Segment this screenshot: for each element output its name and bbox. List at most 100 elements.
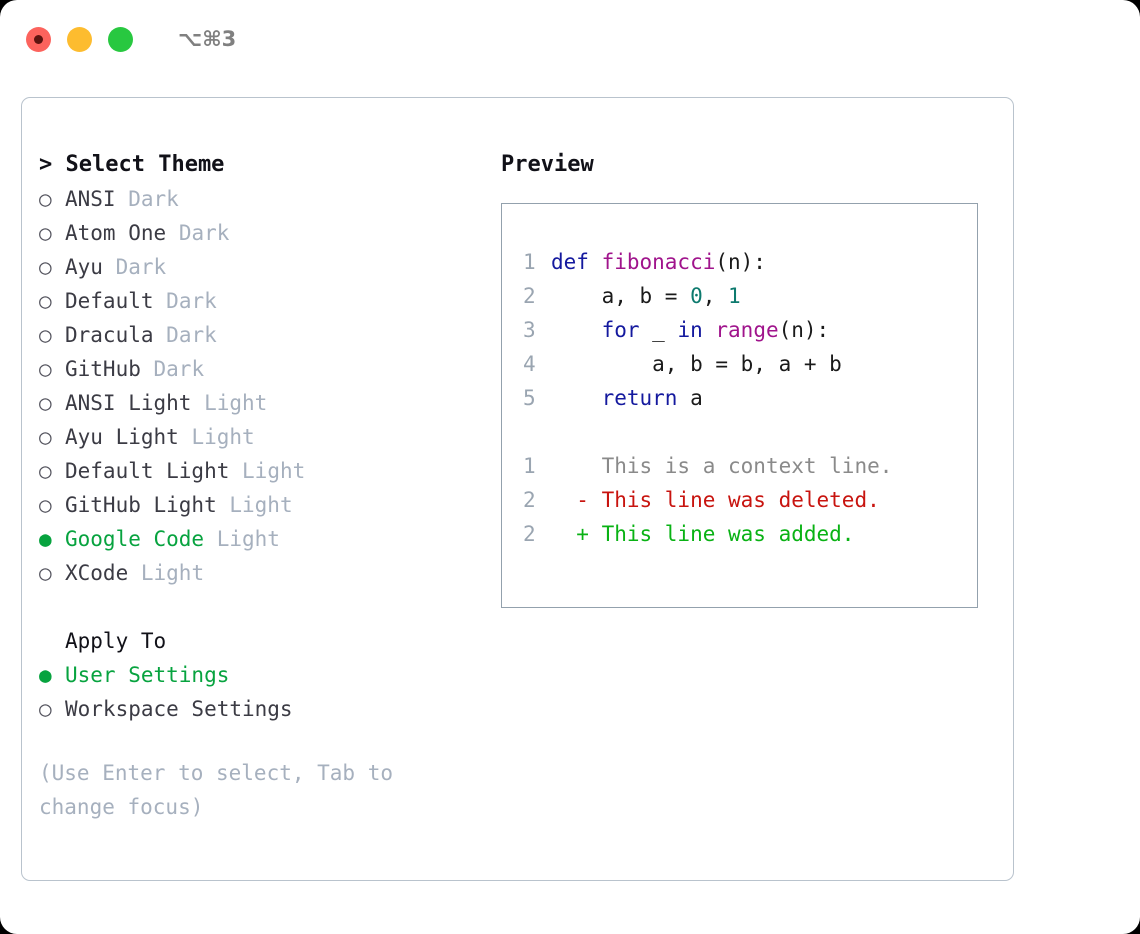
theme-option-github[interactable]: ○ GitHub Dark: [39, 352, 499, 386]
radio-unselected-icon: ○: [39, 697, 52, 721]
line-number: 5: [523, 386, 536, 410]
theme-option-label: ANSI Light: [65, 391, 192, 415]
theme-option-spacer: [154, 323, 167, 347]
theme-option-ayu-light[interactable]: ○ Ayu Light Light: [39, 420, 499, 454]
minimize-button[interactable]: [67, 26, 92, 52]
theme-option-ayu[interactable]: ○Ayu Dark: [39, 250, 499, 284]
theme-selection-column: > Select Theme ○ANSI Dark○Atom One Dark○…: [39, 148, 499, 824]
diff-line-add: 2 + This line was added.: [523, 517, 977, 551]
theme-option-label: ANSI: [65, 187, 116, 211]
keyboard-shortcut-label: ⌥⌘3: [178, 27, 237, 51]
radio-unselected-icon: ○: [39, 493, 52, 517]
theme-option-default[interactable]: ○ Default Dark: [39, 284, 499, 318]
theme-option-spacer: [116, 187, 129, 211]
preview-title: Preview: [501, 152, 594, 177]
theme-option-spacer: [154, 289, 167, 313]
theme-option-category: Dark: [166, 289, 217, 313]
radio-selected-icon: ●: [39, 527, 52, 551]
theme-option-spacer: [141, 357, 154, 381]
code-token-num: 1: [728, 284, 741, 308]
theme-option-spacer: [166, 221, 179, 245]
code-token-pl: ,: [702, 284, 729, 308]
diff-marker: +: [551, 522, 602, 546]
theme-option-category: Light: [191, 425, 255, 449]
theme-option-google-code[interactable]: ●Google Code Light: [39, 522, 499, 556]
theme-option-category: Dark: [153, 357, 205, 381]
theme-option-spacer: [229, 459, 242, 483]
radio-unselected-icon: ○: [39, 221, 52, 245]
code-token-fn: range: [715, 318, 779, 342]
radio-unselected-icon: ○: [39, 255, 52, 279]
theme-option-label: Atom One: [65, 221, 167, 245]
line-number: 1: [523, 250, 536, 274]
list-spacer: [39, 590, 499, 624]
theme-option-label: GitHub: [65, 357, 141, 381]
code-token-pl: a, b = b, a + b: [551, 352, 842, 376]
theme-option-category: Light: [140, 561, 205, 585]
code-token-kw: return: [551, 386, 678, 410]
theme-option-category: Light: [204, 391, 268, 415]
maximize-button[interactable]: [108, 26, 133, 52]
code-diff-spacer: [523, 415, 977, 449]
diff-line-ctx: 1 This is a context line.: [523, 449, 977, 483]
radio-unselected-icon: ○: [39, 357, 52, 381]
radio-unselected-icon: ○: [39, 425, 52, 449]
code-line: 3 for _ in range(n):: [523, 313, 977, 347]
theme-option-label: Default: [65, 289, 154, 313]
theme-option-category: Light: [216, 527, 280, 551]
theme-option-default-light[interactable]: ○Default Light Light: [39, 454, 499, 488]
theme-option-ansi-light[interactable]: ○ ANSI Light Light: [39, 386, 499, 420]
theme-option-spacer: [217, 493, 230, 517]
theme-option-label: XCode: [65, 561, 129, 585]
theme-option-atom-one[interactable]: ○ Atom One Dark: [39, 216, 499, 250]
apply-to-option-workspace-settings[interactable]: ○Workspace Settings: [39, 692, 499, 726]
line-number: 2: [523, 284, 536, 308]
theme-option-label: Ayu Light: [65, 425, 179, 449]
radio-unselected-icon: ○: [39, 187, 52, 211]
theme-option-category: Dark: [128, 187, 179, 211]
diff-marker: -: [551, 488, 602, 512]
code-token-pl: a, b =: [551, 284, 691, 308]
theme-option-spacer: [204, 527, 217, 551]
theme-option-category: Light: [229, 493, 293, 517]
theme-option-ansi[interactable]: ○ ANSI Dark: [39, 182, 499, 216]
close-icon: [34, 34, 43, 44]
theme-option-label: GitHub Light: [65, 493, 217, 517]
theme-option-category: Dark: [166, 323, 217, 347]
apply-to-option-user-settings[interactable]: ● User Settings: [39, 658, 499, 692]
theme-option-label: Dracula: [65, 323, 154, 347]
theme-option-spacer: [128, 561, 141, 585]
code-token-pl: _: [652, 318, 678, 342]
theme-option-xcode[interactable]: ○ XCode Light: [39, 556, 499, 590]
theme-option-spacer: [103, 255, 116, 279]
radio-unselected-icon: ○: [39, 289, 52, 313]
theme-option-category: Dark: [178, 221, 230, 245]
radio-selected-icon: ●: [39, 663, 52, 687]
keyboard-hint: (Use Enter to select, Tab to change focu…: [39, 761, 394, 819]
apply-to-header: Apply To: [65, 629, 167, 653]
close-button[interactable]: [26, 26, 51, 52]
theme-list: ○ANSI Dark○Atom One Dark○Ayu Dark○Defaul…: [39, 182, 499, 590]
diff-sample: 1 This is a context line.2 - This line w…: [523, 449, 977, 551]
window-controls: [26, 26, 133, 52]
diff-text: This line was added.: [601, 522, 855, 546]
radio-unselected-icon: ○: [39, 391, 52, 415]
theme-option-label: Ayu: [65, 255, 103, 279]
diff-line-del: 2 - This line was deleted.: [523, 483, 977, 517]
theme-option-github-light[interactable]: ○ GitHub Light Light: [39, 488, 499, 522]
code-line: 4 a, b = b, a + b: [523, 347, 977, 381]
line-number: 1: [523, 454, 536, 478]
theme-option-dracula[interactable]: ○ Dracula Dark: [39, 318, 499, 352]
theme-list-header: > Select Theme: [39, 152, 225, 177]
code-line: 5 return a: [523, 381, 977, 415]
apply-to-option-label: User Settings: [65, 663, 230, 687]
radio-unselected-icon: ○: [39, 323, 52, 347]
theme-option-spacer: [179, 425, 192, 449]
code-token-num: 0: [690, 284, 703, 308]
radio-unselected-icon: ○: [39, 561, 52, 585]
line-number: 2: [523, 488, 536, 512]
